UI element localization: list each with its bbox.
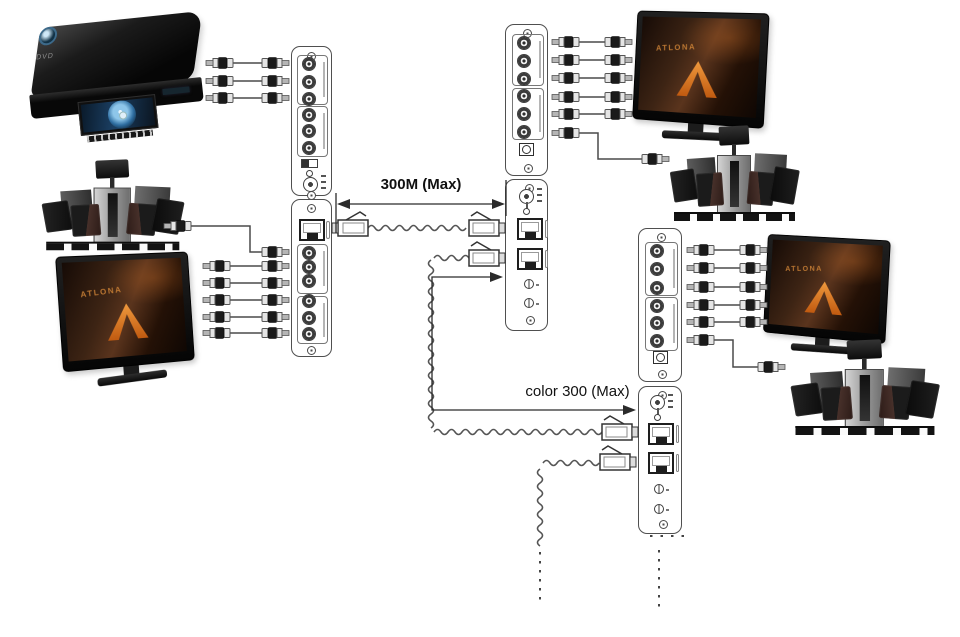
- cat5-cable-link1: [331, 211, 506, 237]
- rca-port: [302, 260, 316, 274]
- speaker-system-bottom-right: [790, 339, 941, 436]
- screw-icon: [526, 316, 535, 325]
- rca-port: [517, 36, 531, 50]
- adjust-knob-small: [306, 170, 313, 177]
- rca-cables-top-right-tv: [551, 35, 633, 121]
- rca-port: [650, 281, 664, 295]
- rca-port: [650, 334, 664, 348]
- dip-switch: [301, 159, 318, 168]
- rca-port: [517, 107, 531, 121]
- home-theater-speaker-system: [669, 125, 800, 222]
- rca-port: [650, 316, 664, 330]
- screw-icon: [307, 204, 316, 213]
- speaker-rack: [674, 212, 795, 221]
- port-label-slot: [326, 221, 330, 239]
- optical-port: [653, 351, 668, 364]
- rca-port: [302, 141, 316, 155]
- port-label-slot: [676, 425, 679, 443]
- port-label-slot: [545, 250, 548, 268]
- screw-terminal: [654, 484, 669, 494]
- home-theater-speaker-system: [41, 159, 185, 251]
- rca-port: [517, 125, 531, 139]
- knob-stem: [526, 202, 528, 211]
- rca-port: [302, 294, 316, 308]
- tower-front-panel: [730, 161, 739, 207]
- dimension-arrow-300m: [335, 180, 507, 233]
- rca-port: [302, 311, 316, 325]
- rca-port: [302, 274, 316, 288]
- port-group: [645, 297, 678, 351]
- rca-port: [302, 124, 316, 138]
- rca-port: [302, 75, 316, 89]
- cat5-cable-daisy-chain: [536, 445, 637, 547]
- adjust-knob-small: [654, 414, 661, 421]
- rca-cables-left-tv: [202, 259, 290, 340]
- rca-port: [302, 57, 316, 71]
- center-speaker-stand: [862, 358, 867, 371]
- tower-front-panel: [107, 193, 118, 237]
- adjust-knob-small: [523, 208, 530, 215]
- rj45-port: [648, 423, 674, 445]
- screw-icon: [657, 233, 666, 242]
- rca-port: [302, 327, 316, 341]
- screw-terminal: [654, 504, 669, 514]
- rca-cable-top-right-speakers: [551, 126, 670, 166]
- cat5-cable-link2: [427, 241, 639, 441]
- screw-icon: [524, 164, 533, 173]
- distance-label-300m: 300M (Max): [380, 176, 462, 193]
- rca-port: [517, 89, 531, 103]
- rca-cables-dvd-to-transmitter: [205, 56, 290, 105]
- screw-icon: [659, 520, 668, 529]
- speaker-system-top-right: [669, 125, 800, 222]
- distance-label-color-300: color 300 (Max): [525, 383, 630, 400]
- extender-unit-center-bottom: [505, 179, 548, 331]
- rca-port: [650, 299, 664, 313]
- extender-unit-right-top: [638, 228, 682, 382]
- dotted-continuation-lines: [539, 535, 692, 608]
- dimension-arrow-color-300: [431, 272, 636, 415]
- screw-icon: [658, 370, 667, 379]
- rca-port: [650, 244, 664, 258]
- rj45-port: [517, 218, 543, 240]
- extender-unit-right-bottom: [638, 386, 682, 534]
- rca-port: [517, 54, 531, 68]
- extender-unit-left-top: [291, 46, 332, 200]
- rca-port: [302, 108, 316, 122]
- knob-tick-marks: [321, 175, 326, 191]
- rj45-port: [299, 219, 325, 241]
- rca-cable-bottom-right-speakers: [686, 333, 786, 374]
- rca-cable-left-speakers: [163, 219, 290, 259]
- rca-port: [302, 246, 316, 260]
- speaker-rack: [795, 426, 935, 435]
- port-group: [297, 244, 328, 294]
- port-group: [512, 88, 544, 140]
- center-speaker-stand: [110, 177, 115, 190]
- home-theater-speaker-system: [790, 339, 941, 436]
- rj45-port: [648, 452, 674, 474]
- knob-stem: [657, 408, 659, 417]
- extender-unit-left-bottom: [291, 199, 332, 357]
- speaker-system-left: [41, 159, 185, 251]
- rca-port: [517, 72, 531, 86]
- center-speaker-stand: [732, 144, 736, 157]
- port-label-slot: [545, 220, 548, 238]
- knob-tick-marks: [537, 188, 542, 204]
- optical-port: [519, 143, 534, 156]
- port-group: [297, 106, 328, 157]
- extender-unit-center-top: [505, 24, 548, 176]
- port-group: [512, 34, 544, 86]
- rca-cables-bottom-right-tv: [686, 243, 768, 329]
- rca-port: [302, 92, 316, 106]
- port-group: [645, 242, 678, 296]
- screw-icon: [307, 346, 316, 355]
- rca-port: [650, 262, 664, 276]
- screw-terminal: [524, 279, 539, 289]
- knob-tick-marks: [668, 394, 673, 410]
- screw-terminal: [524, 298, 539, 308]
- speaker-rack: [46, 241, 180, 251]
- port-label-slot: [676, 454, 679, 472]
- tower-front-panel: [859, 375, 871, 421]
- rj45-port: [517, 248, 543, 270]
